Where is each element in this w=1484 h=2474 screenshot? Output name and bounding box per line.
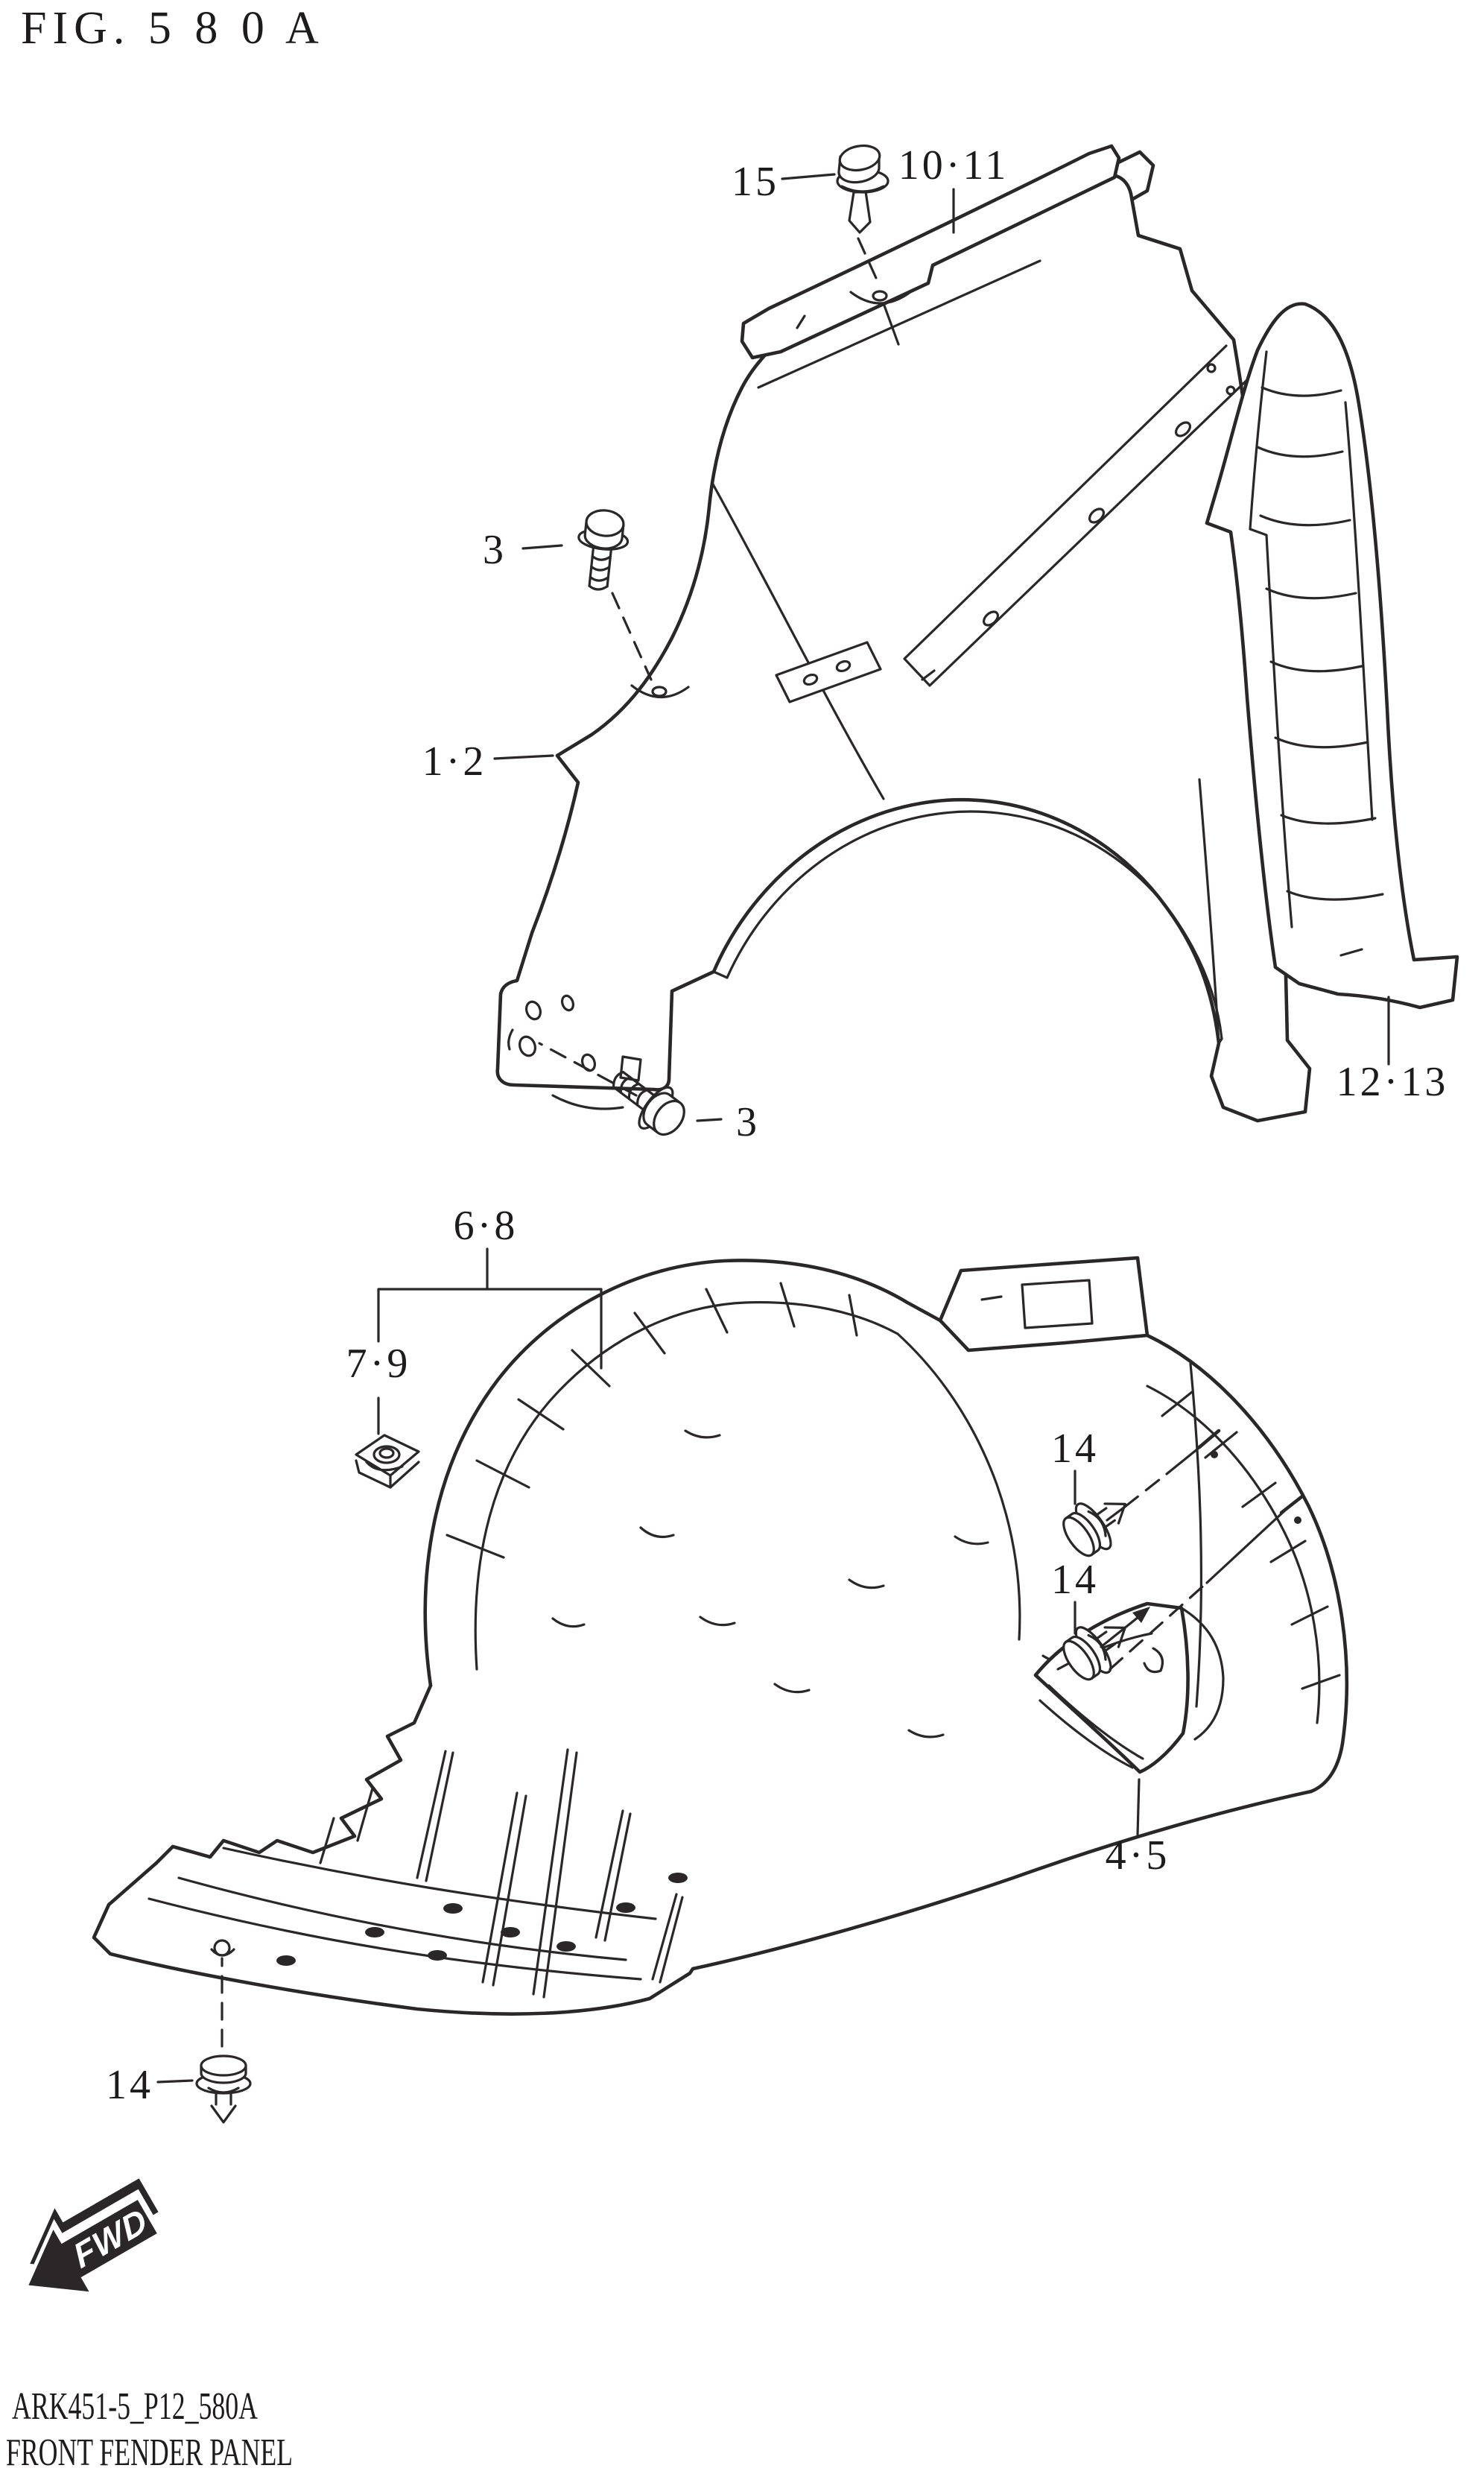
figure-title: FIG. 5 8 0 A — [21, 3, 325, 54]
fwd-direction-arrow: FWD — [10, 2164, 167, 2317]
liner-outer-arch — [423, 1259, 942, 1688]
clip-14-upper-art — [1054, 1429, 1221, 1566]
callout-4-5: 4·5 — [1106, 1778, 1170, 1879]
callout-label-12-13: 12·13 — [1336, 1059, 1449, 1105]
liner-rear-arch — [1145, 1333, 1349, 1794]
side-garnish-art — [1205, 302, 1459, 1010]
callout-label-3-lower: 3 — [736, 1099, 760, 1145]
callout-15: 15 — [732, 159, 836, 205]
fender-upper-molding-art — [740, 144, 1121, 360]
liner-front-serrated-edge — [154, 1683, 433, 1865]
callout-14-lower: 14 — [1051, 1557, 1099, 1635]
callout-label-14-upper: 14 — [1051, 1426, 1099, 1472]
liner-bottom-edge — [691, 1789, 1313, 1971]
clip-15-art — [836, 144, 890, 286]
fender-pillar-flange — [903, 344, 1252, 687]
liner-inner-band — [474, 1301, 899, 1671]
fender-top-mount-tab — [775, 641, 882, 703]
clip-14-undercover-art — [195, 1948, 252, 2124]
callout-10-11: 10·11 — [898, 142, 1009, 234]
callout-12-13: 12·13 — [1336, 996, 1449, 1105]
callout-label-14-lower: 14 — [1051, 1557, 1099, 1603]
fender-lower-bracket-detail — [507, 994, 642, 1110]
callout-label-1-2: 1·2 — [422, 738, 487, 785]
callout-7-9: 7·9 — [346, 1341, 411, 1387]
callout-label-15: 15 — [732, 159, 779, 205]
callout-3-upper: 3 — [483, 527, 563, 573]
fender-top-crease — [757, 259, 1041, 389]
callout-label-6-8: 6·8 — [454, 1203, 519, 1249]
bolt-3-upper-art — [572, 507, 690, 699]
callout-label-10-11: 10·11 — [898, 142, 1009, 189]
callout-1-2: 1·2 — [422, 738, 554, 785]
footer-doc-code: ARK451-5_P12_580A — [12, 2385, 258, 2428]
liner-clip-nut-art — [355, 1434, 420, 1489]
footer-doc-title: FRONT FENDER PANEL — [6, 2432, 293, 2474]
callout-14-upper: 14 — [1051, 1426, 1099, 1505]
callout-label-14-undercover: 14 — [106, 2062, 153, 2108]
liner-top-tab — [938, 1256, 1150, 1353]
fender-outline — [495, 173, 1312, 1123]
splash-extension — [92, 1748, 695, 2016]
bolt-3-lower-art — [538, 1042, 696, 1147]
callout-6-8: 6·8 — [377, 1203, 603, 1435]
clip-14-lower-art — [1054, 1494, 1304, 1689]
mud-flap-art — [1033, 1601, 1225, 1774]
front-fender-panel-art — [495, 173, 1312, 1123]
fender-rear-leg-edge — [1198, 778, 1220, 1045]
callout-3-lower: 3 — [696, 1099, 760, 1145]
fender-crease — [711, 481, 885, 800]
callout-label-4-5: 4·5 — [1106, 1832, 1170, 1879]
callout-label-3-upper: 3 — [483, 527, 507, 573]
wheel-liner-art — [92, 1256, 1349, 2016]
callout-label-7-9: 7·9 — [346, 1341, 411, 1387]
fender-wheel-arch-hem — [726, 810, 1223, 1040]
callout-14-undercover: 14 — [106, 2062, 194, 2108]
